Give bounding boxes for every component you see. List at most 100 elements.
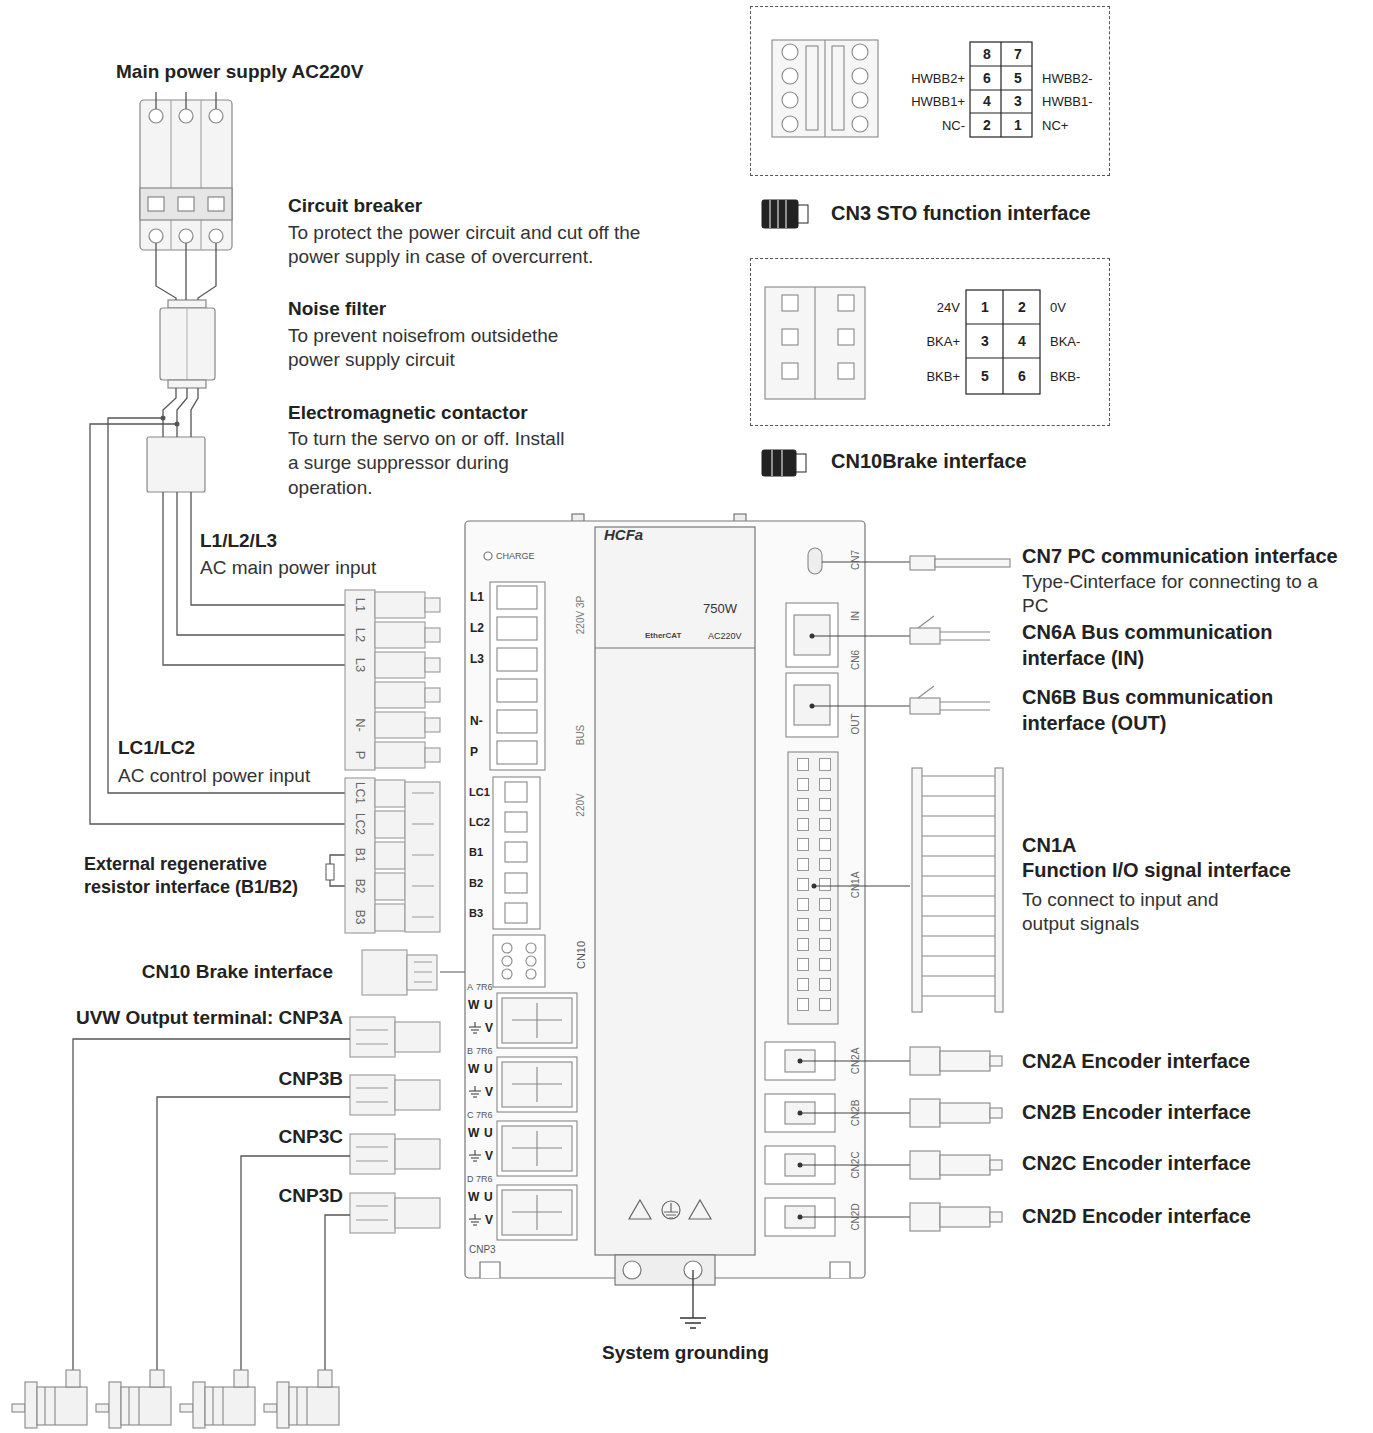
contactor: [147, 437, 205, 492]
external-plugs: [910, 556, 1010, 1231]
drawing-part: [910, 1047, 940, 1075]
label-text: W: [468, 1191, 479, 1203]
label-text: CN2C Encoder interface: [1022, 1151, 1251, 1177]
drawing-part: [762, 450, 796, 476]
node-text: EtherCAT: [645, 631, 681, 641]
label-text: P: [470, 746, 478, 758]
drawing-part: [623, 1261, 641, 1279]
label-text: NC+: [1042, 119, 1068, 132]
label-text: CN6: [851, 650, 861, 670]
label-text: IN: [851, 611, 861, 621]
label-text: 24V: [937, 301, 960, 314]
drawing-part: [160, 308, 215, 380]
drawing-part: [990, 1212, 1002, 1222]
label-text: 4: [1018, 334, 1026, 348]
label-text: CN10 Brake interface: [142, 960, 333, 984]
drawing-part: [493, 777, 540, 929]
drawing-part: [852, 68, 868, 84]
drawing-part: [350, 1134, 395, 1174]
drawing-part: [350, 1075, 395, 1115]
drawing-part: [375, 712, 425, 738]
label-text: U: [484, 999, 493, 1011]
label-text: 2: [1018, 300, 1026, 314]
drawing-part: [782, 329, 798, 345]
drawing-part: [812, 884, 817, 889]
label-text: P: [354, 751, 367, 760]
drawing-part: [912, 768, 922, 1012]
label-text: V: [485, 1086, 493, 1098]
label-text: V: [485, 1150, 493, 1162]
drawing-part: [786, 603, 838, 667]
connector-icon: [762, 200, 808, 476]
label-text: B2: [469, 878, 483, 889]
drawing-part: [772, 40, 878, 137]
label-text: 220V: [576, 793, 586, 816]
drawing-part: [168, 380, 206, 388]
label-text: 0V: [1050, 301, 1066, 314]
label-text: HWBB2-: [1042, 72, 1093, 85]
drawing-part: [395, 1139, 440, 1169]
drawing-part: [425, 628, 440, 642]
drawing-part: [782, 68, 798, 84]
drawing-part: [990, 1056, 1002, 1066]
label-text: 5: [1014, 71, 1022, 85]
drawing-part: [680, 1270, 706, 1328]
node-text: AC220V: [708, 631, 742, 642]
label-text: B1: [469, 847, 483, 858]
label-text: L1: [470, 591, 484, 603]
drawing-part: [662, 1201, 680, 1219]
drawing-part: [25, 1382, 37, 1428]
label-text: V: [485, 1214, 493, 1226]
drawing-part: [852, 116, 868, 132]
label-text: To turn the servo on or off. Install a s…: [288, 427, 568, 500]
drawing-part: [852, 92, 868, 108]
drawing-part: [148, 197, 164, 211]
drawing-part: [838, 363, 854, 379]
label-text: L2: [354, 628, 367, 642]
drawing-part: [45, 1387, 307, 1425]
drawing-part: [96, 1404, 109, 1412]
drawing-part: [469, 1214, 481, 1225]
drawing-part: [407, 955, 437, 990]
label-text: External regenerative resistor interface…: [84, 853, 319, 899]
label-text: UVW Output terminal: CNP3A: [76, 1006, 343, 1030]
label-text: B3: [354, 910, 366, 925]
drawing-part: [765, 287, 865, 399]
drawing-part: [163, 388, 198, 437]
drawing-part: [918, 616, 990, 640]
drawing-part: [161, 416, 166, 421]
label-text: U: [484, 1191, 493, 1203]
right-connectors: [765, 548, 838, 1236]
label-text: 5: [981, 369, 989, 383]
label-text: CN2C: [851, 1151, 861, 1178]
drawing-part: [788, 752, 838, 1024]
drawing-part: [806, 46, 818, 130]
drawing-part: [800, 562, 910, 1217]
label-text: To protect the power circuit and cut off…: [288, 221, 676, 270]
label-text: L2: [470, 622, 484, 634]
drawing-part: [910, 1151, 940, 1179]
label-text: 7R6: [476, 1111, 493, 1120]
drawing-part: [375, 811, 405, 838]
label-text: 3: [1014, 94, 1022, 108]
label-text: B1: [354, 848, 366, 863]
label-text: 6: [983, 71, 991, 85]
drawing-part: [140, 100, 232, 250]
drawing-part: [469, 1022, 481, 1033]
servo-drive: [465, 514, 865, 1285]
label-text: AC main power input: [200, 556, 376, 580]
label-text: To connect to input and output signals: [1022, 888, 1222, 937]
drawing-part: [526, 943, 536, 953]
label-text: U: [484, 1063, 493, 1075]
drawing-part: [186, 308, 187, 380]
label-text: CN2A: [851, 1048, 861, 1075]
drawing-part: [772, 450, 782, 476]
label-text: HWBB1-: [1042, 95, 1093, 108]
drawing-part: [910, 628, 940, 644]
label-text: CNP3: [469, 1245, 496, 1255]
drawing-part: [73, 1039, 350, 1370]
label-text: N-: [470, 715, 483, 727]
label-text: CHARGE: [496, 552, 535, 561]
resistor-symbol: [326, 864, 334, 880]
drawing-part: [512, 1003, 562, 1230]
